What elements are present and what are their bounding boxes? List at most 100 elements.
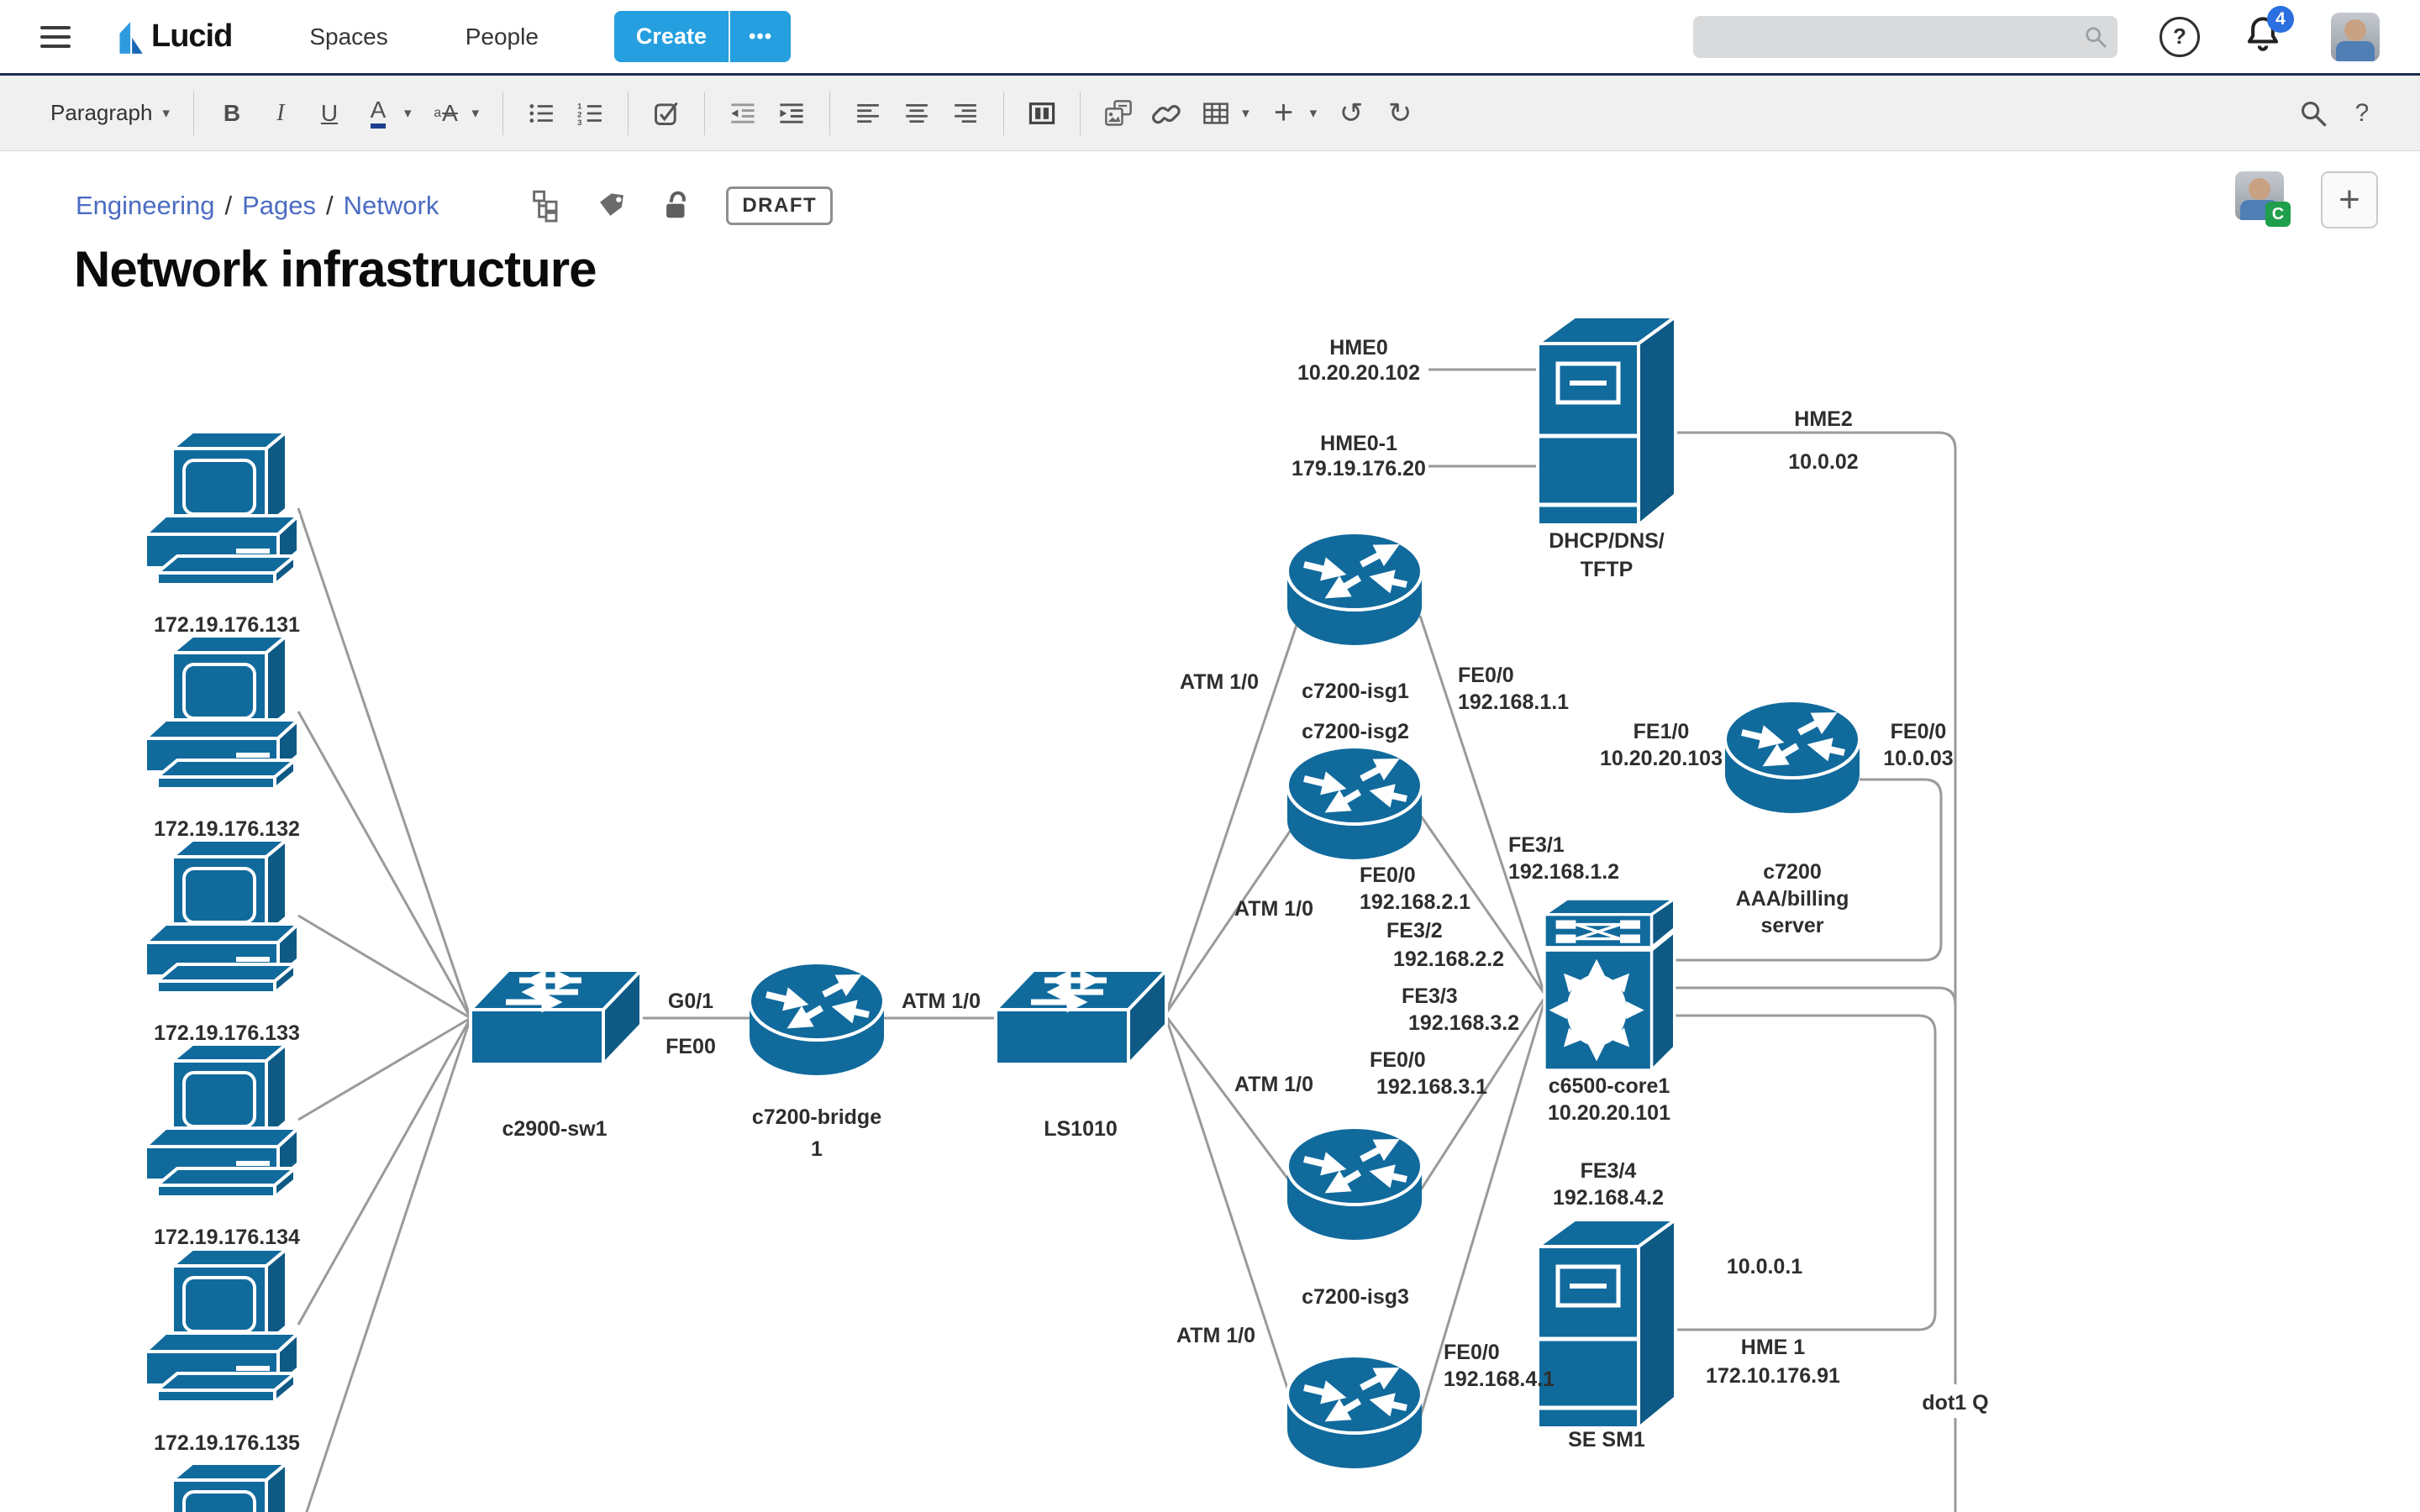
label-ls1010: LS1010 [1044,1117,1118,1141]
link-ls1010-isg1 [1165,619,1300,1014]
label-pc5-ip: 172.19.176.135 [154,1431,300,1455]
label-hme01: HME0-1 [1320,432,1397,455]
insert-table-button[interactable] [1197,90,1235,137]
top-navbar: Lucid Spaces People Create ••• ? 4 [0,0,2420,76]
workstation-3[interactable] [145,840,298,993]
lucid-logo[interactable]: Lucid [114,18,233,55]
svg-text:3: 3 [577,118,581,126]
align-left-button[interactable] [849,90,887,137]
insert-link-button[interactable] [1148,90,1186,137]
breadcrumb-engineering[interactable]: Engineering [76,191,215,220]
nav-item-spaces[interactable]: Spaces [309,23,388,50]
label-core1: c6500-core1 [1549,1074,1670,1098]
breadcrumb-network[interactable]: Network [343,191,439,220]
router-c7200-isg1[interactable] [1287,533,1422,645]
numbered-list-button[interactable]: 1 2 3 [571,90,609,137]
label-fe10-ip: 10.20.20.103 [1600,747,1723,770]
multilayer-switch-c6500-core1[interactable] [1544,899,1675,1070]
switch-c2900-sw1[interactable] [471,970,641,1064]
align-right-button[interactable] [946,90,985,137]
outdent-button[interactable] [723,90,762,137]
align-center-button[interactable] [897,90,936,137]
label-atm3: ATM 1/0 [1234,1073,1313,1096]
label-g01: G0/1 [668,990,713,1013]
link-isg2-core [1418,814,1546,995]
server-dhcp-dns-tftp[interactable] [1538,317,1676,525]
notifications-bell[interactable]: 4 [2245,6,2294,57]
bullet-list-button[interactable] [522,90,560,137]
label-hme0: HME0 [1329,336,1387,360]
tag-icon[interactable] [597,191,627,221]
bold-button[interactable]: B [223,99,241,126]
workstation-4[interactable] [145,1044,298,1197]
router-aaa-billing[interactable] [1725,701,1860,813]
paragraph-style-chevron-icon[interactable]: ▾ [162,104,170,121]
text-color-button[interactable]: A [370,97,387,129]
document-tree-icon[interactable] [531,189,561,223]
router-c7200-bridge1[interactable] [750,963,884,1075]
table-chevron-icon[interactable]: ▾ [1242,104,1249,121]
workstation-2[interactable] [145,636,298,789]
workstation-5[interactable] [145,1249,298,1402]
unlock-icon[interactable] [662,190,691,222]
label-dhcp-2: TFTP [1581,558,1634,581]
redo-button[interactable]: ↻ [1387,97,1413,129]
label-fe00r: FE0/0 [1891,720,1947,743]
workstation-1[interactable] [145,432,298,585]
insert-plus-button[interactable]: + [1273,94,1294,131]
server-se-sm1[interactable] [1538,1220,1676,1428]
label-fe31-ip: 192.168.1.2 [1508,860,1619,884]
notification-count-badge: 4 [2267,6,2294,33]
label-hme1: HME 1 [1741,1336,1806,1359]
checklist-button[interactable] [647,90,686,137]
insert-media-button[interactable] [1099,90,1138,137]
undo-button[interactable]: ↺ [1339,97,1364,129]
label-fe002-ip: 192.168.2.1 [1360,890,1470,914]
router-c7200-isg3[interactable] [1287,1127,1422,1240]
label-fe003: FE0/0 [1370,1048,1426,1072]
add-collaborator-button[interactable]: + [2321,171,2378,228]
text-case-chevron-icon[interactable]: ▾ [471,104,480,121]
create-more-button[interactable]: ••• [728,11,792,62]
label-fe32-ip: 192.168.2.2 [1393,948,1504,971]
label-aaa-3: server [1760,914,1823,937]
router-c7200-isg2[interactable] [1287,747,1422,859]
global-search-box[interactable] [1693,15,2118,58]
router-c7200-isg4[interactable] [1287,1356,1422,1468]
link-pc2-sw1 [297,711,472,1019]
help-icon[interactable]: ? [2160,16,2200,57]
hamburger-menu-icon[interactable] [40,25,71,48]
label-fe34-ip: 192.168.4.2 [1553,1186,1664,1210]
toolbar-help-button[interactable]: ? [2354,98,2370,127]
columns-button[interactable] [1023,90,1061,137]
link-ls1010-isg3 [1165,1016,1300,1194]
indent-button[interactable] [772,90,811,137]
label-fe001: FE0/0 [1458,664,1514,687]
create-button[interactable]: Create [613,11,729,62]
link-ls1010-isg2 [1165,818,1300,1014]
page-title: Network infrastructure [74,241,597,297]
workstation-6[interactable] [145,1463,298,1512]
breadcrumb-pages[interactable]: Pages [242,191,316,220]
underline-button[interactable]: U [320,99,339,126]
link-core-sesm1 [1640,1014,1937,1331]
paragraph-style-select[interactable]: Paragraph [50,100,153,125]
switch-ls1010[interactable] [996,970,1166,1064]
global-search-input[interactable] [1693,15,2118,58]
find-in-doc-button[interactable] [2294,90,2333,137]
nav-item-people[interactable]: People [465,23,539,50]
svg-text:1: 1 [577,102,582,111]
connector-lines[interactable] [297,368,1957,1512]
insert-plus-chevron-icon[interactable]: ▾ [1309,104,1318,121]
label-10001: 10.0.0.1 [1727,1255,1802,1278]
label-isg2: c7200-isg2 [1302,720,1409,743]
user-avatar[interactable] [2331,12,2380,61]
label-fe00: FE00 [666,1035,716,1058]
label-bridge-1: c7200-bridge [752,1105,881,1129]
text-color-chevron-icon[interactable]: ▾ [403,104,412,121]
italic-button[interactable]: I [276,99,285,126]
